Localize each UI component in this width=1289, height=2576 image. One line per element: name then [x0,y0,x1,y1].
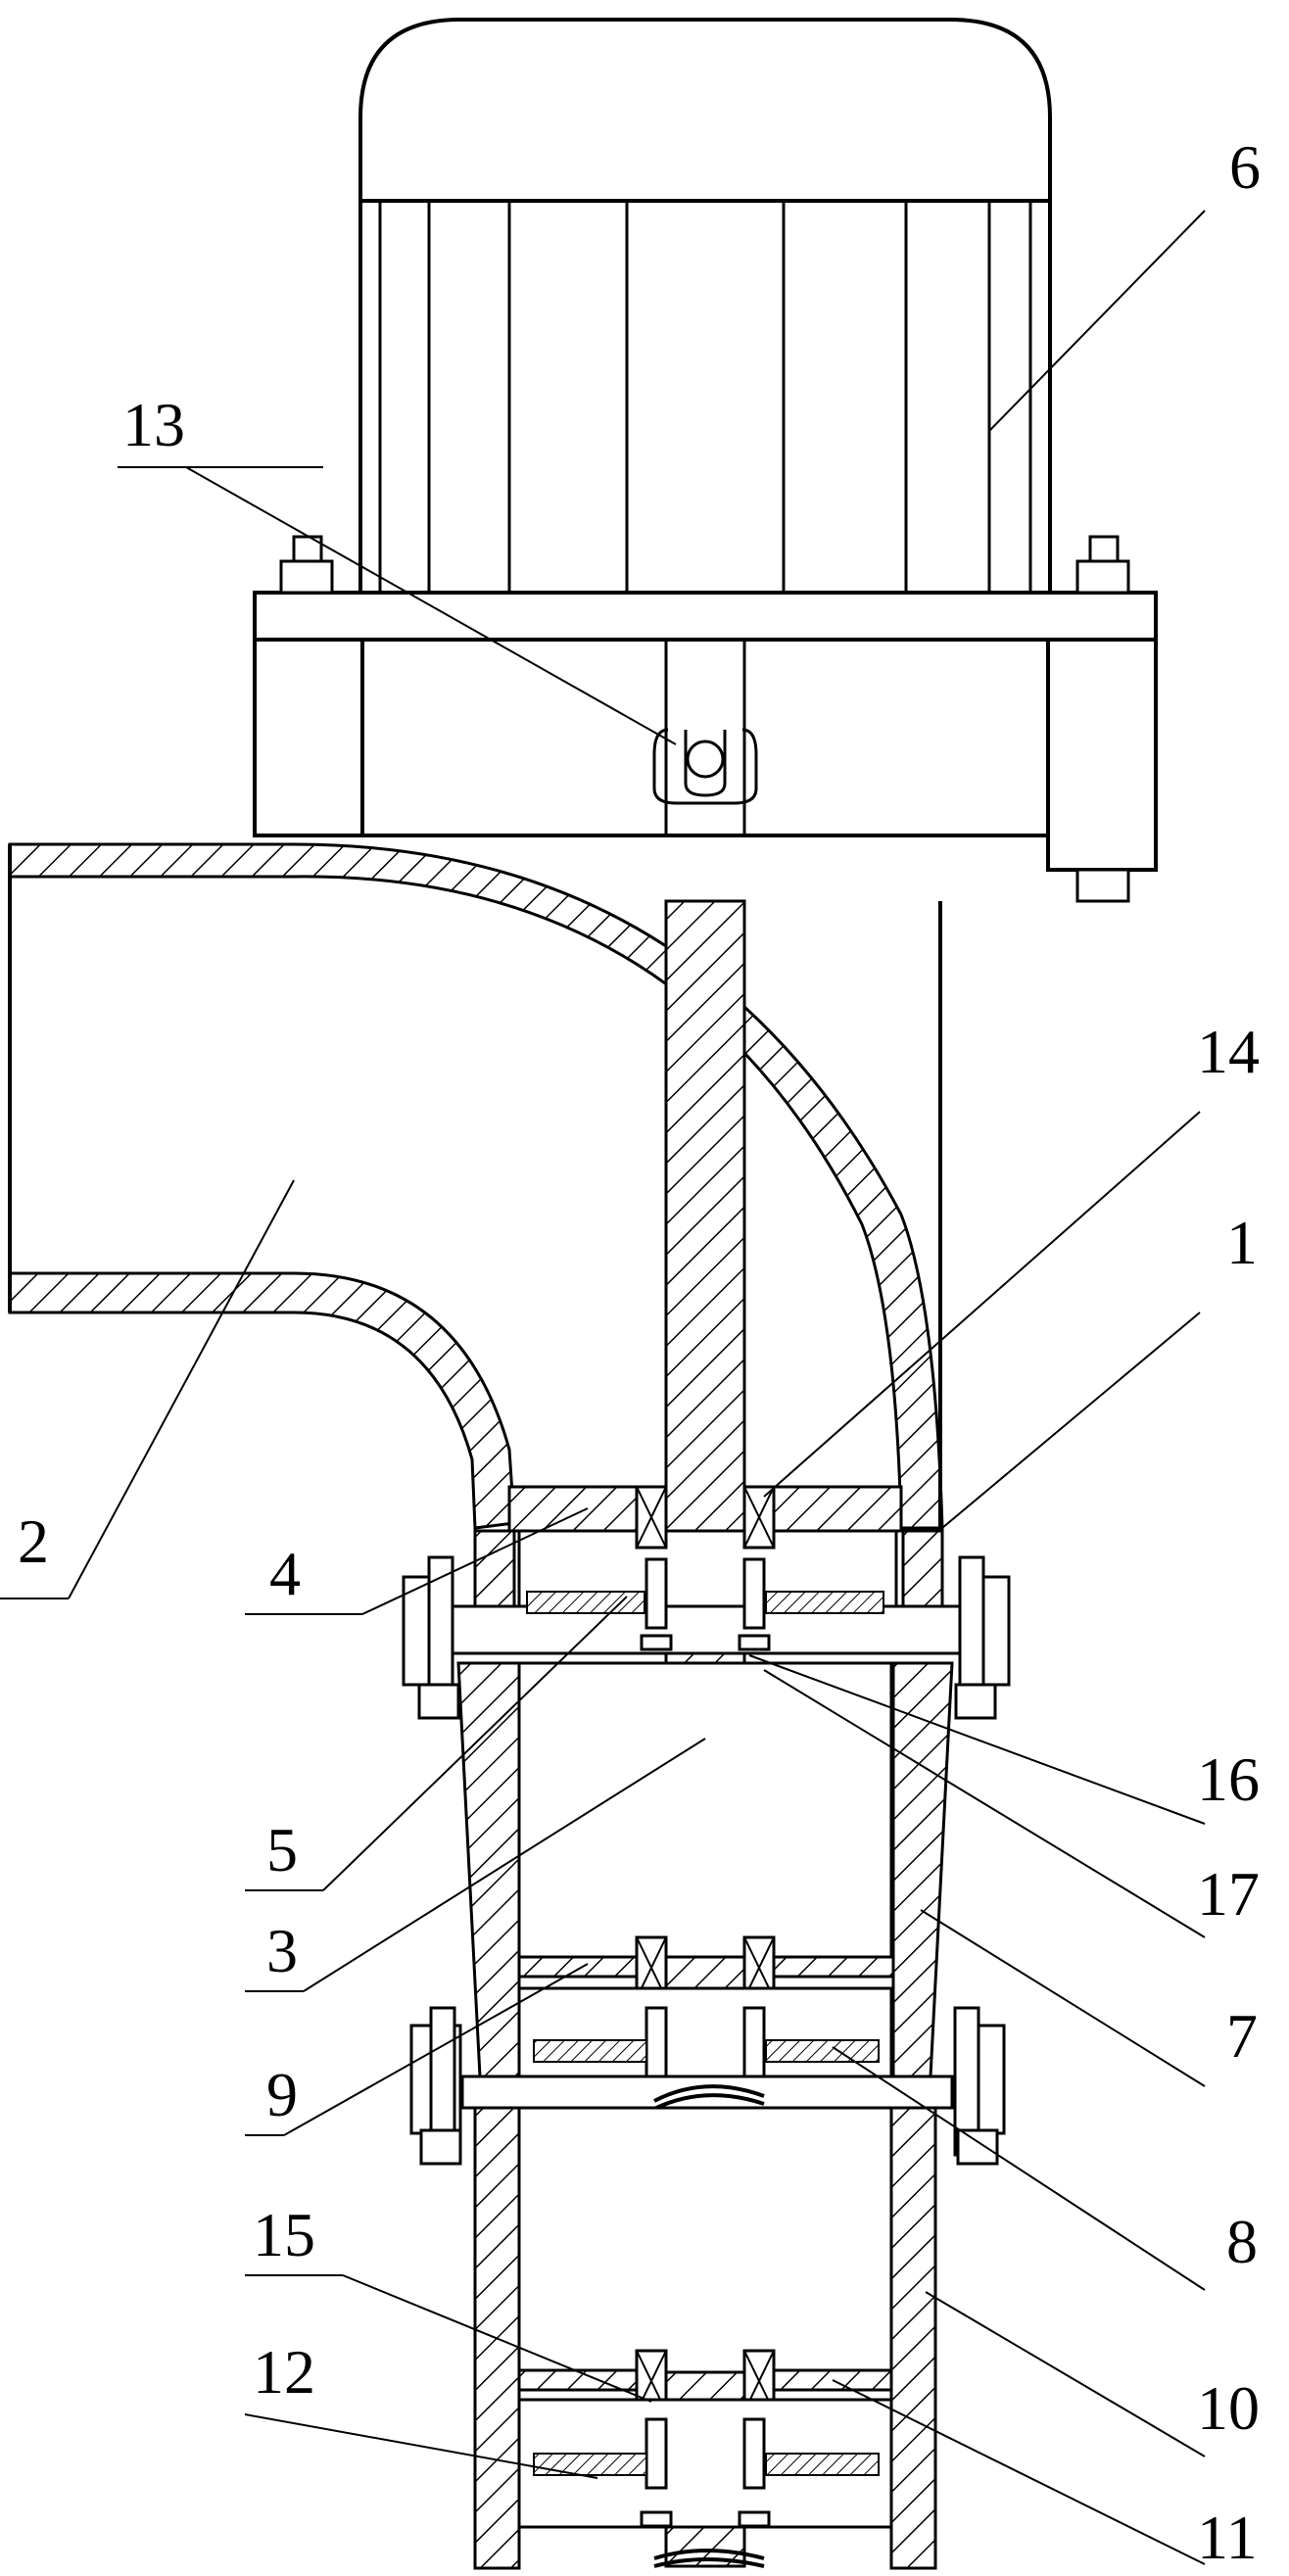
leader-11 [832,2379,1206,2565]
part-labels: 6 13 14 1 2 4 16 5 17 3 7 9 8 15 10 12 1… [18,132,1261,2572]
leader-16 [748,1654,1206,1825]
leader-6 [988,210,1206,432]
upper-flange-bolts [402,1555,1011,1720]
label-15: 15 [253,2200,315,2269]
leader-15 [342,2274,652,2403]
seal-coil-lower [653,2084,765,2111]
leader-2 [68,1179,295,1599]
middle-flange [409,2006,1006,2166]
motor [358,18,1052,595]
label-13: 13 [122,390,185,459]
leader-17 [763,1669,1206,1938]
label-7: 7 [1226,2001,1258,2071]
label-2: 2 [18,1506,49,1576]
leader-12 [244,2413,598,2479]
label-17: 17 [1197,1859,1260,1929]
label-12: 12 [253,2337,315,2407]
upper-bearings [635,1485,776,1550]
leader-14 [763,1111,1201,1498]
label-3: 3 [266,1916,298,1985]
leader-8 [832,2046,1206,2291]
label-10: 10 [1197,2373,1260,2443]
lower-impeller [517,2398,893,2529]
leader-1 [941,1312,1201,1529]
bottom-coil [653,2549,765,2568]
elbow-pipe [8,842,944,1530]
label-5: 5 [266,1815,298,1884]
label-9: 9 [266,2060,298,2129]
leader-4 [361,1507,589,1615]
leader-13 [185,466,677,745]
middle-casing [456,1661,954,2078]
leader-3 [303,1738,706,1992]
coupling-housing [253,535,1158,903]
label-16: 16 [1197,1744,1260,1814]
label-4: 4 [269,1539,301,1608]
leader-9 [283,1963,589,2136]
label-8: 8 [1226,2207,1258,2276]
leader-5 [322,1596,628,1891]
label-1: 1 [1226,1208,1258,1277]
label-6: 6 [1229,132,1261,202]
leader-7 [920,1909,1206,2087]
label-11: 11 [1197,2503,1258,2572]
coupling-clip [652,728,758,805]
leader-lines [0,210,1206,2565]
label-14: 14 [1197,1017,1260,1086]
leader-10 [925,2291,1206,2457]
